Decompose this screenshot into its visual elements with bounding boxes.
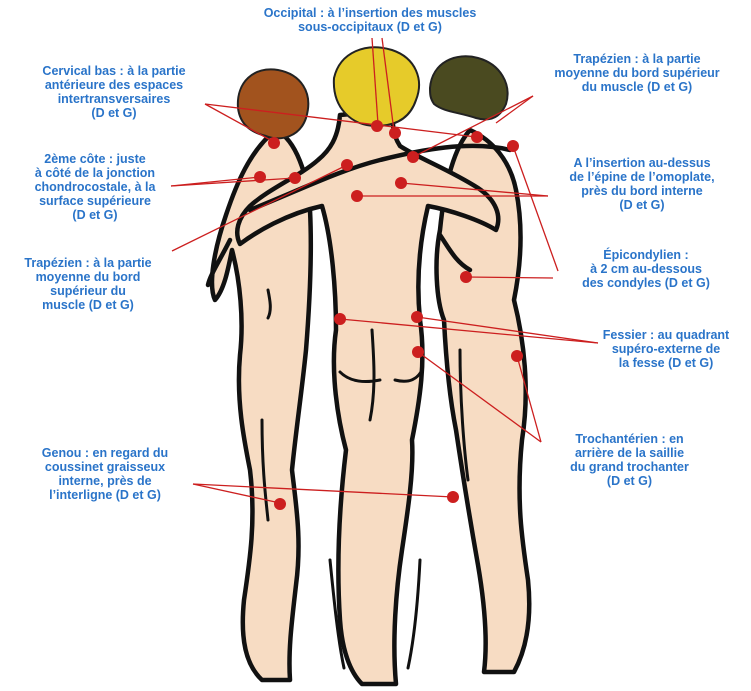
point-fessier-right	[411, 311, 423, 323]
point-trochanter-left	[412, 346, 424, 358]
leader-genou-2	[193, 484, 453, 497]
point-omoplate-right	[395, 177, 407, 189]
label-epicondylien: Épicondylien : à 2 cm au-dessous des con…	[556, 248, 736, 290]
label-trochanterien: Trochantérien : en arrière de la saillie…	[542, 432, 717, 488]
label-insertion-omoplate: A l’insertion au-dessus de l’épine de l’…	[540, 156, 744, 212]
point-trapeze-right-2	[507, 140, 519, 152]
point-trochanter-right	[511, 350, 523, 362]
label-trapeze-right: Trapézien : à la partie moyenne du bord …	[532, 52, 742, 94]
point-omoplate-left	[351, 190, 363, 202]
label-cervical-bas: Cervical bas : à la partie antérieure de…	[14, 64, 214, 120]
point-cote-left	[254, 171, 266, 183]
point-occipital-left	[371, 120, 383, 132]
label-deuxieme-cote: 2ème côte : juste à côté de la jonction …	[10, 152, 180, 222]
point-cote-right	[289, 172, 301, 184]
point-epicondylien	[460, 271, 472, 283]
point-fessier-left	[334, 313, 346, 325]
label-occipital: Occipital : à l’insertion des muscles so…	[210, 6, 530, 34]
point-trapeze-right-1	[407, 151, 419, 163]
label-genou: Genou : en regard du coussinet graisseux…	[14, 446, 196, 502]
point-cervical-right	[471, 131, 483, 143]
point-occipital-right	[389, 127, 401, 139]
right-figure-hair	[430, 56, 508, 119]
point-cervical-left	[268, 137, 280, 149]
point-genou-left	[274, 498, 286, 510]
label-trapeze-left: Trapézien : à la partie moyenne du bord …	[4, 256, 172, 312]
point-genou-right	[447, 491, 459, 503]
point-trapeze-left	[341, 159, 353, 171]
label-fessier: Fessier : au quadrant supéro-externe de …	[586, 328, 746, 370]
center-figure-hair	[334, 47, 419, 126]
